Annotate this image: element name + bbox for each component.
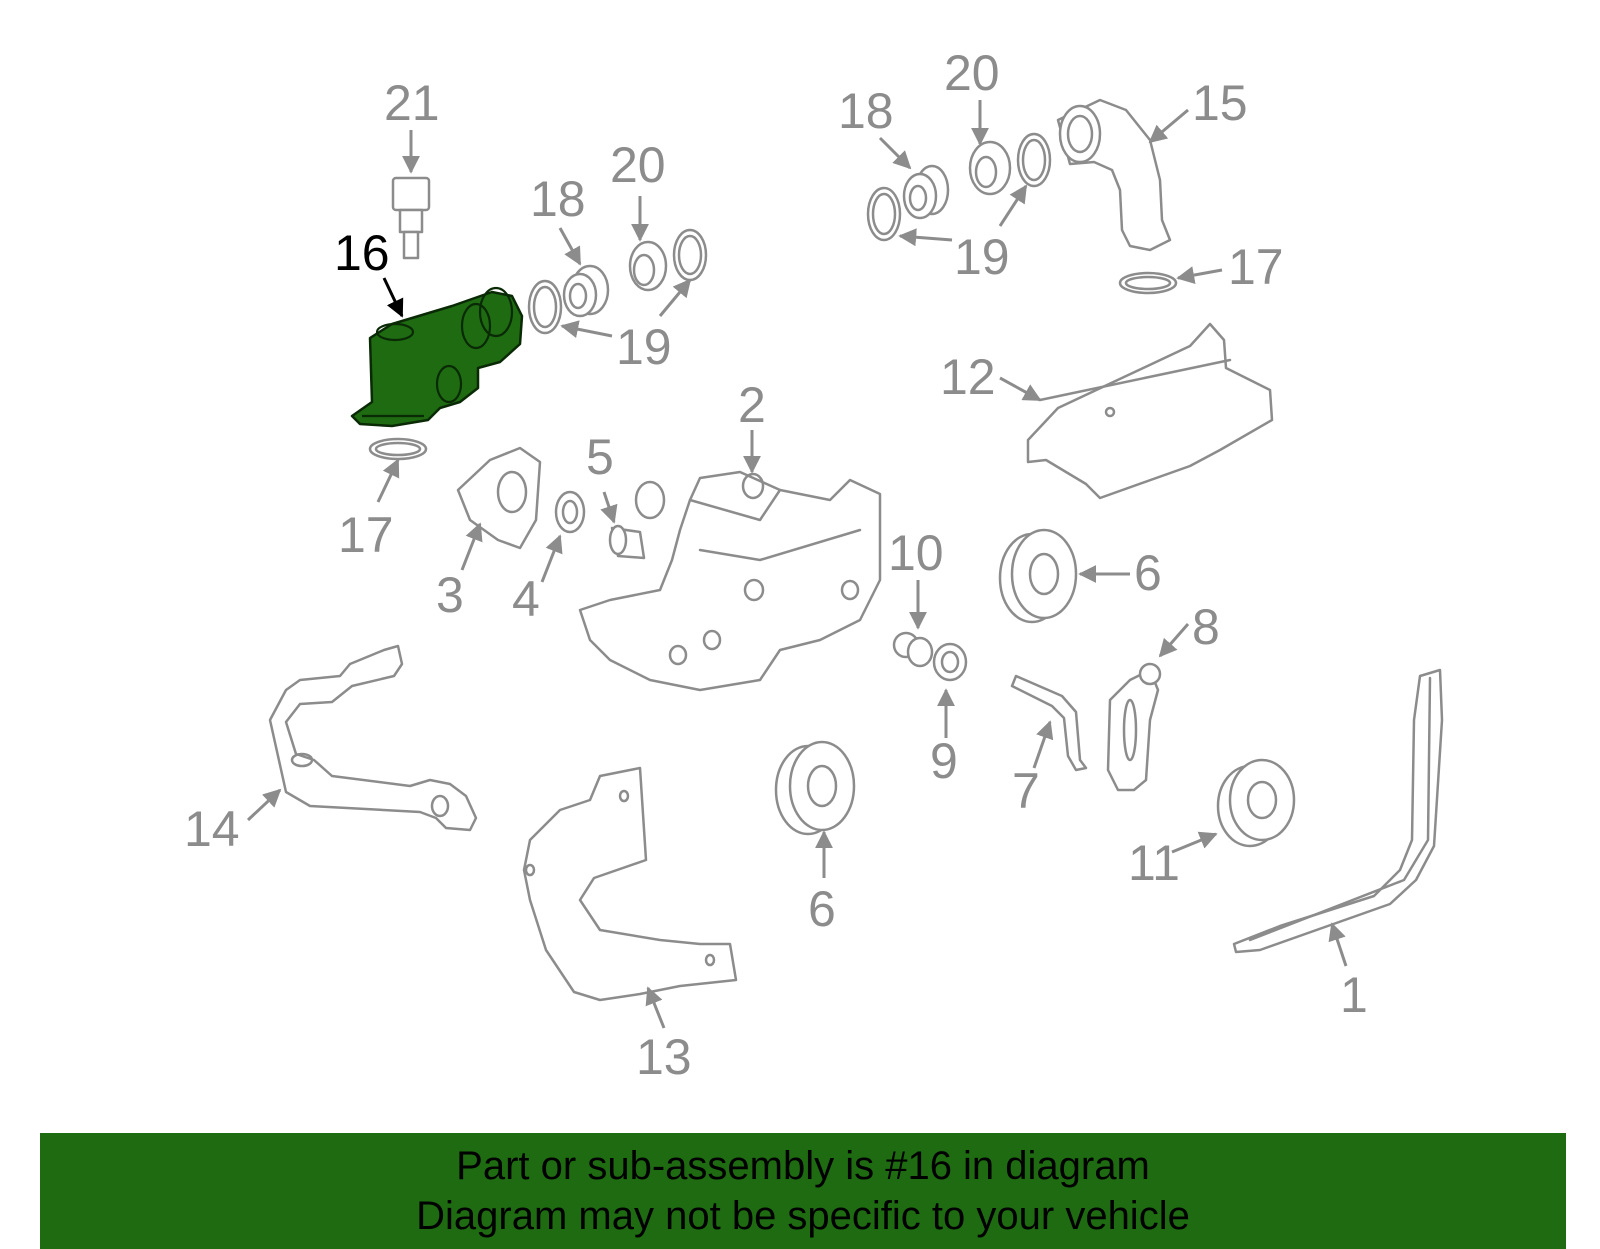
callout-12[interactable]: 12 (940, 349, 996, 405)
part-9-ring[interactable] (932, 642, 968, 682)
part-16-thermostat-housing[interactable] (350, 286, 524, 428)
part-12-cover[interactable] (1026, 322, 1274, 500)
part-11-pulley[interactable] (1216, 758, 1296, 848)
callout-6-lower[interactable]: 6 (808, 881, 836, 937)
part-5-bushing[interactable] (608, 524, 646, 560)
callout-labels: 21 16 18 20 19 17 2 5 3 4 10 6 12 18 20 … (184, 45, 1368, 1085)
callout-10[interactable]: 10 (888, 525, 944, 581)
callout-13[interactable]: 13 (636, 1029, 692, 1085)
info-banner: Part or sub-assembly is #16 in diagram D… (40, 1133, 1566, 1249)
callout-17-left[interactable]: 17 (338, 507, 394, 563)
callout-17-right[interactable]: 17 (1228, 239, 1284, 295)
callout-3[interactable]: 3 (436, 567, 464, 623)
part-13-bracket[interactable] (522, 766, 738, 1002)
part-17-o-ring-left[interactable] (368, 437, 428, 461)
part-21-sensor[interactable] (391, 176, 431, 260)
part-8-bracket[interactable] (1106, 662, 1162, 792)
banner-line-disclaimer: Diagram may not be specific to your vehi… (416, 1194, 1190, 1238)
callout-6-upper[interactable]: 6 (1134, 545, 1162, 601)
part-6-pulley-upper[interactable] (998, 528, 1078, 624)
part-7-bracket[interactable] (1010, 674, 1088, 772)
callout-20-upper[interactable]: 20 (944, 45, 1000, 101)
callout-1[interactable]: 1 (1340, 967, 1368, 1023)
part-10-bushing[interactable] (892, 631, 934, 668)
callout-19-left[interactable]: 19 (616, 319, 672, 375)
part-20-seal-upper[interactable] (968, 140, 1012, 196)
part-6-pulley-lower[interactable] (774, 740, 856, 836)
part-14-bracket[interactable] (268, 644, 478, 832)
callout-21[interactable]: 21 (384, 75, 440, 131)
part-18-seal-upper[interactable] (902, 164, 950, 220)
callout-9[interactable]: 9 (930, 733, 958, 789)
callout-15[interactable]: 15 (1192, 75, 1248, 131)
banner-line-part: Part or sub-assembly is #16 in diagram (456, 1144, 1150, 1188)
callout-16[interactable]: 16 (334, 225, 390, 281)
callout-4[interactable]: 4 (512, 571, 540, 627)
part-17-o-ring-right[interactable] (1118, 271, 1178, 295)
callout-18-upper[interactable]: 18 (838, 83, 894, 139)
callout-7[interactable]: 7 (1012, 763, 1040, 819)
part-4-ring[interactable] (554, 490, 586, 534)
callout-14[interactable]: 14 (184, 801, 240, 857)
callout-11[interactable]: 11 (1128, 835, 1180, 891)
part-3-housing[interactable] (456, 446, 542, 550)
part-20-seal-left[interactable] (628, 240, 668, 292)
part-19-o-ring-left[interactable] (527, 228, 708, 335)
part-19-o-ring-upper[interactable] (866, 132, 1052, 242)
parts-diagram: 21 16 18 20 19 17 2 5 3 4 10 6 12 18 20 … (184, 45, 1444, 1085)
part-1-belt[interactable] (1232, 668, 1444, 954)
part-18-seal-left[interactable] (562, 264, 610, 318)
part-15-elbow-pipe[interactable] (1056, 98, 1172, 252)
callout-20-left[interactable]: 20 (610, 137, 666, 193)
leader-lines (246, 100, 1348, 1029)
part-2-bracket[interactable] (578, 470, 882, 692)
callout-19-upper[interactable]: 19 (954, 229, 1010, 285)
callout-8[interactable]: 8 (1192, 599, 1220, 655)
callout-2[interactable]: 2 (738, 377, 766, 433)
callout-5[interactable]: 5 (586, 429, 614, 485)
callout-18-left[interactable]: 18 (530, 171, 586, 227)
